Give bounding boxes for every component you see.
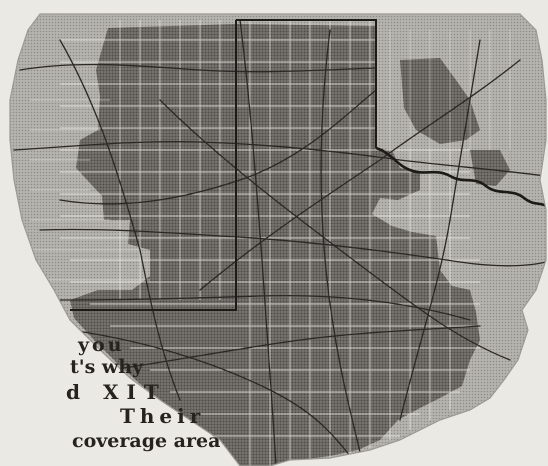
highway-network	[13, 19, 546, 466]
ad-copy-line-4: Their	[120, 404, 206, 428]
red-river	[375, 146, 546, 208]
coverage-area	[70, 24, 480, 466]
state-border	[70, 19, 377, 311]
ad-copy-line-5: coverage area	[72, 430, 221, 452]
county-grid	[30, 20, 511, 466]
coverage-patch-east	[470, 150, 510, 186]
ad-copy-line-1: you	[78, 334, 125, 356]
ad-copy-line-3: d XIT	[66, 380, 167, 404]
ad-copy-line-2: t's why	[70, 356, 144, 378]
coverage-patch-northeast	[400, 58, 480, 144]
